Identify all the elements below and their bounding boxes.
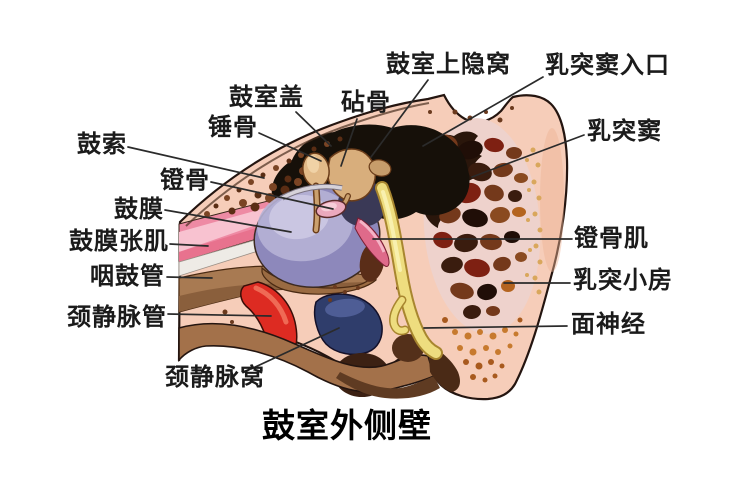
leader-stapes bbox=[210, 181, 334, 210]
label-mastoid-antrum: 乳突窦 bbox=[587, 118, 662, 145]
bottom-ledge bbox=[178, 322, 460, 399]
label-tympanic-membrane: 鼓膜 bbox=[114, 196, 164, 223]
leader-jugular-canal bbox=[167, 313, 272, 317]
leader-eustachian-tube bbox=[166, 276, 213, 279]
leader-mastoid-antrum bbox=[471, 134, 585, 178]
facial-nerve-shape bbox=[375, 181, 443, 360]
figure-title: 鼓室外侧壁 bbox=[262, 407, 432, 444]
leader-aditus bbox=[422, 76, 544, 147]
label-eustachian-tube: 咽鼓管 bbox=[90, 263, 165, 290]
label-tegmen-tympani: 鼓室盖 bbox=[229, 84, 304, 111]
label-stapedius: 镫骨肌 bbox=[574, 225, 649, 252]
leader-lines bbox=[127, 76, 585, 370]
label-incus: 砧骨 bbox=[341, 89, 391, 116]
label-malleus: 锤骨 bbox=[208, 114, 258, 141]
bone-surface-contour bbox=[185, 102, 430, 227]
label-jugular-fossa: 颈静脉窝 bbox=[165, 364, 265, 391]
leader-tensor-tympani bbox=[169, 243, 209, 247]
leader-tympanic-membrane bbox=[164, 209, 292, 233]
leader-chorda-tympani bbox=[127, 146, 265, 179]
label-tensor-tympani: 鼓膜张肌 bbox=[69, 228, 169, 255]
label-jugular-canal: 颈静脉管 bbox=[67, 304, 167, 331]
bone-speckles bbox=[204, 136, 343, 217]
label-epitympanic-recess: 鼓室上隐窝 bbox=[386, 51, 511, 78]
leader-tegmen-tympani bbox=[295, 111, 332, 147]
leader-facial-nerve bbox=[423, 325, 568, 329]
label-stapes: 镫骨 bbox=[160, 167, 210, 194]
leader-epitympanic-recess bbox=[370, 79, 429, 158]
label-mastoid-air-cells: 乳突小房 bbox=[573, 267, 673, 294]
label-chorda-tympani: 鼓索 bbox=[77, 131, 127, 158]
label-aditus-to-mastoid-antrum: 乳突窦入口 bbox=[545, 52, 670, 79]
label-facial-nerve: 面神经 bbox=[571, 311, 646, 338]
leader-jugular-fossa bbox=[250, 327, 340, 370]
leader-malleus bbox=[258, 132, 322, 162]
vessels bbox=[220, 281, 400, 356]
ossicles bbox=[280, 148, 392, 234]
leader-incus bbox=[340, 118, 358, 167]
